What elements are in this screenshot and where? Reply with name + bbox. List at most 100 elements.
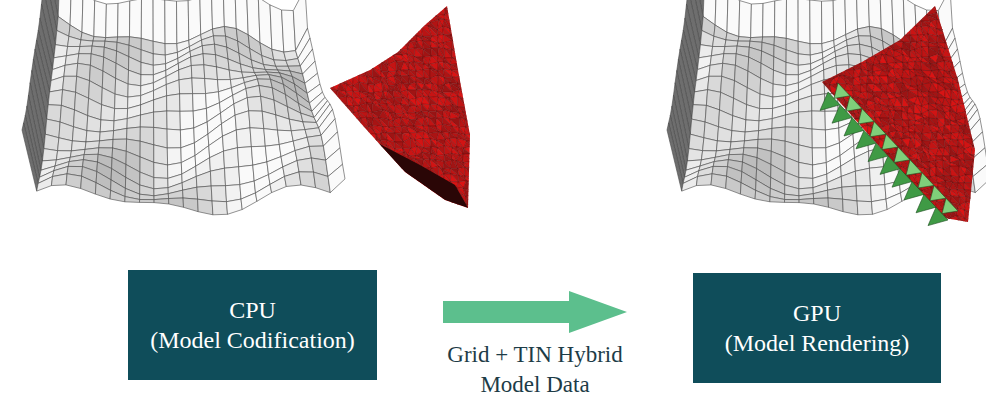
tin-triangle (451, 0, 460, 7)
tin-triangle (366, 168, 374, 176)
grid-cell (810, 0, 822, 44)
grid-cell (717, 127, 732, 142)
tin-triangle (418, 6, 424, 16)
grid-cell (785, 112, 798, 127)
tin-triangle (457, 44, 467, 49)
tin-triangle (352, 54, 359, 64)
tin-triangle (345, 23, 352, 29)
tin-triangle (352, 189, 361, 196)
grid-cell (80, 40, 93, 47)
tin-triangle (360, 202, 367, 208)
tin-triangle (422, 90, 429, 97)
tin-triangle (473, 28, 481, 37)
tin-triangle (472, 97, 481, 106)
grid-cell (167, 129, 181, 148)
grid-cell (246, 86, 261, 98)
tin-triangle (459, 55, 466, 65)
tin-triangle (403, 20, 410, 29)
tin-triangle (450, 77, 458, 83)
tin-triangle (366, 28, 374, 36)
tin-triangle (423, 37, 431, 41)
tin-triangle (347, 106, 354, 113)
grid-cell (264, 129, 280, 147)
grid-cell (167, 148, 181, 165)
tin-triangle (408, 30, 417, 37)
tin-triangle (347, 204, 353, 210)
tin-triangle (386, 183, 395, 191)
tin-triangle (464, 70, 472, 76)
grid-cell (177, 1, 189, 44)
tin-triangle (408, 208, 415, 217)
grid-cell (745, 120, 759, 132)
tin-triangle (340, 161, 347, 166)
tin-triangle (325, 190, 330, 195)
tin-triangle (331, 175, 341, 184)
tin-triangle (431, 196, 438, 205)
tin-triangle (352, 29, 359, 36)
tin-triangle (331, 202, 342, 212)
tin-triangle (361, 126, 369, 134)
tin-triangle (325, 113, 332, 120)
tin-triangle (457, 14, 465, 23)
grid-cell (167, 111, 181, 130)
tin-triangle (449, 139, 456, 148)
tin-triangle (450, 65, 460, 71)
tin-triangle (424, 6, 431, 16)
tin-triangle (423, 117, 429, 126)
tin-triangle (465, 120, 473, 128)
tin-triangle (338, 112, 348, 121)
tin-triangle (422, 152, 430, 159)
tin-triangle (431, 202, 438, 211)
tin-triangle (458, 84, 464, 90)
tin-triangle (366, 22, 372, 29)
tin-triangle (393, 121, 401, 127)
tin-triangle (472, 20, 480, 28)
grid-cell (165, 0, 177, 44)
tin-triangle (395, 188, 404, 198)
tin-triangle (325, 111, 333, 120)
tin-triangle (338, 33, 347, 43)
tin-triangle (323, 210, 331, 218)
tin-triangle (325, 202, 331, 208)
grid-cell (168, 190, 183, 198)
tin-triangle (407, 54, 414, 63)
tin-triangle (380, 50, 388, 56)
tin-triangle (366, 168, 375, 173)
tin-triangle (331, 177, 341, 184)
tin-triangle (375, 40, 381, 50)
grid-cell (799, 111, 813, 129)
tin-triangle (463, 75, 473, 85)
grid-cell (79, 46, 92, 54)
tin-triangle (341, 16, 348, 23)
tin-triangle (450, 64, 460, 71)
tin-triangle (470, 76, 477, 85)
tin-triangle (338, 140, 348, 145)
grid-cell (95, 183, 110, 199)
tin-triangle (352, 148, 362, 157)
tin-triangle (380, 196, 386, 203)
tin-triangle (325, 152, 334, 162)
tin-triangle (416, 82, 422, 90)
tin-triangle (457, 28, 467, 36)
tin-triangle (409, 98, 417, 106)
grid-cell (179, 78, 193, 94)
grid-cell (72, 127, 87, 142)
tin-triangle (430, 0, 437, 6)
tin-triangle (381, 43, 389, 50)
tin-triangle (386, 161, 397, 169)
tin-triangle (414, 209, 424, 217)
tin-triangle (351, 196, 360, 205)
tin-triangle (358, 13, 366, 22)
tin-triangle (457, 208, 464, 215)
tin-triangle (400, 0, 410, 8)
tin-triangle (330, 196, 337, 203)
tin-triangle (375, 13, 383, 21)
tin-triangle (459, 56, 465, 64)
tin-triangle (340, 26, 346, 33)
tin-triangle (346, 71, 353, 77)
tin-triangle (443, 209, 453, 218)
tin-triangle (445, 49, 453, 58)
grid-cell (128, 84, 141, 97)
tin-triangle (464, 146, 471, 154)
tin-triangle (472, 37, 480, 44)
